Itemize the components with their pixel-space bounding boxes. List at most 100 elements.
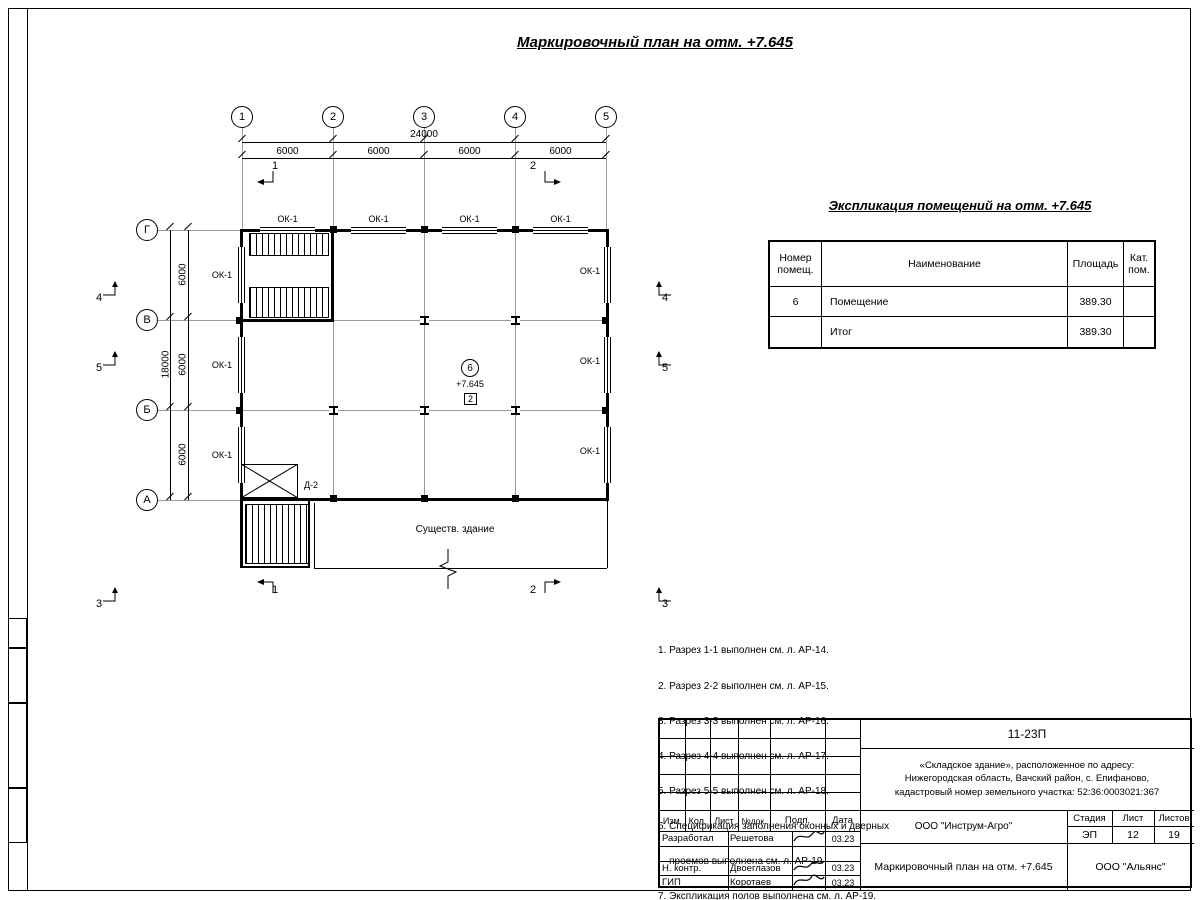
pilaster: [236, 407, 243, 414]
table-header-row: Номер помещ. Наименование Площадь Кат. п…: [770, 242, 1154, 287]
tb-line: [685, 720, 686, 831]
tb-line: [770, 720, 771, 831]
signature-icon: [793, 874, 825, 886]
cell-room-cat: [1124, 317, 1154, 347]
axis-bubble-v: В: [136, 309, 158, 331]
tb-line: [825, 720, 826, 890]
note-line: 1. Разрез 1-1 выполнен см. л. АР-14.: [658, 645, 829, 657]
section-mark-1-bottom: 1: [272, 584, 279, 596]
section-mark-1-top: 1: [272, 160, 279, 172]
window-opening: [238, 427, 245, 483]
dim-segment: 6000: [177, 353, 189, 376]
column-symbol: [511, 316, 520, 325]
tb-line: [1067, 826, 1194, 827]
tb-line: [660, 738, 860, 739]
cell-room-cat: [1124, 287, 1154, 317]
col-header: Кат. пом.: [1124, 242, 1154, 287]
shaft-cross-symbol: [241, 464, 298, 498]
section-mark-2-top: 2: [530, 160, 537, 172]
design-company: ООО "Инструм-Агро": [914, 821, 1013, 832]
column-symbol: [420, 406, 429, 415]
explication-title: Экспликация помещений на отм. +7.645: [828, 198, 1092, 213]
side-stamp: [8, 648, 27, 703]
stair-wall: [308, 501, 310, 567]
tb-line: [860, 748, 1194, 749]
contractor-company: ООО "Альянс": [1095, 860, 1166, 873]
axis-bubble-b: Б: [136, 399, 158, 421]
dimension-line: [188, 230, 189, 500]
signature-icon: [793, 860, 825, 871]
role-date: 03.23: [831, 863, 855, 873]
section-arrow-icon: [544, 579, 561, 593]
tb-line: [660, 810, 1194, 811]
tb-line: [660, 831, 860, 832]
cell-room-area: 389.30: [1068, 287, 1124, 317]
axis-bubble-1: 1: [231, 106, 253, 128]
role-date: 03.23: [831, 833, 855, 844]
stair-flight: [249, 287, 329, 318]
sheet-label: Лист: [1122, 812, 1144, 824]
dimension-line: [170, 230, 171, 500]
existing-building-outline: [607, 501, 608, 568]
window-label: ОК-1: [211, 270, 233, 280]
window-opening: [351, 227, 406, 234]
sheet-border: [8, 8, 1191, 891]
side-stamp: [8, 788, 27, 843]
drawing-title: Маркировочный план на отм. +7.645: [517, 34, 793, 51]
stair-flight: [249, 233, 329, 256]
dim-segment: 6000: [458, 146, 481, 157]
sheet-number: 12: [1127, 828, 1139, 841]
cell-room-number: [770, 317, 822, 347]
role-name: Решетова: [730, 833, 774, 844]
dimension-line: [242, 158, 606, 159]
section-arrow-icon: [656, 587, 671, 602]
tb-line: [660, 756, 860, 757]
section-mark-4-right: 4: [662, 292, 669, 304]
cell-room-name: Итог: [822, 317, 1068, 347]
window-label: ОК-1: [579, 356, 601, 366]
sheet-title: Маркировочный план на отм. +7.645: [874, 860, 1053, 873]
window-label: ОК-1: [459, 214, 480, 224]
tb-line: [660, 774, 860, 775]
side-stamp: [8, 703, 27, 788]
existing-building-label: Существ. здание: [415, 524, 495, 535]
pilaster: [421, 495, 428, 502]
tb-line: [738, 720, 739, 831]
window-opening: [533, 227, 588, 234]
existing-building-outline: [314, 503, 315, 568]
note-line: 2. Разрез 2-2 выполнен см. л. АР-15.: [658, 680, 829, 692]
rev-header: Кол.: [688, 815, 707, 826]
pilaster: [236, 317, 243, 324]
dim-total-top: 24000: [410, 129, 438, 140]
section-arrow-icon: [103, 587, 118, 602]
project-description: «Складское здание», расположенное по адр…: [894, 760, 1160, 798]
tb-line: [710, 720, 711, 831]
dim-segment: 6000: [177, 443, 189, 466]
axis-bubble-2: 2: [322, 106, 344, 128]
tb-line: [728, 831, 729, 890]
tb-line: [660, 875, 860, 876]
section-mark-5-right: 5: [662, 362, 669, 374]
tb-line: [792, 831, 793, 890]
window-label: ОК-1: [211, 450, 233, 460]
cell-room-area: 389.30: [1068, 317, 1124, 347]
cell-room-name: Помещение: [822, 287, 1068, 317]
section-arrow-icon: [656, 281, 671, 296]
role-label: Н. контр.: [662, 862, 702, 874]
section-mark-3-left: 3: [96, 598, 103, 610]
window-label: ОК-1: [368, 214, 389, 224]
frame-left-margin: [27, 8, 28, 891]
sheets-label: Листов: [1158, 812, 1190, 824]
pilaster: [512, 495, 519, 502]
col-header: Номер помещ.: [770, 242, 822, 287]
dim-segment: 6000: [367, 146, 390, 157]
grid-line: [158, 320, 607, 321]
role-name: Коротаев: [730, 877, 772, 888]
note-line: 7. Экспликация полов выполнена см. л. АР…: [658, 891, 877, 900]
column-symbol: [511, 406, 520, 415]
rev-header: №док.: [741, 815, 767, 826]
room-number-bubble: 6: [461, 359, 479, 377]
tb-line: [660, 792, 860, 793]
sheets-total: 19: [1168, 828, 1180, 841]
tb-line: [860, 720, 861, 890]
